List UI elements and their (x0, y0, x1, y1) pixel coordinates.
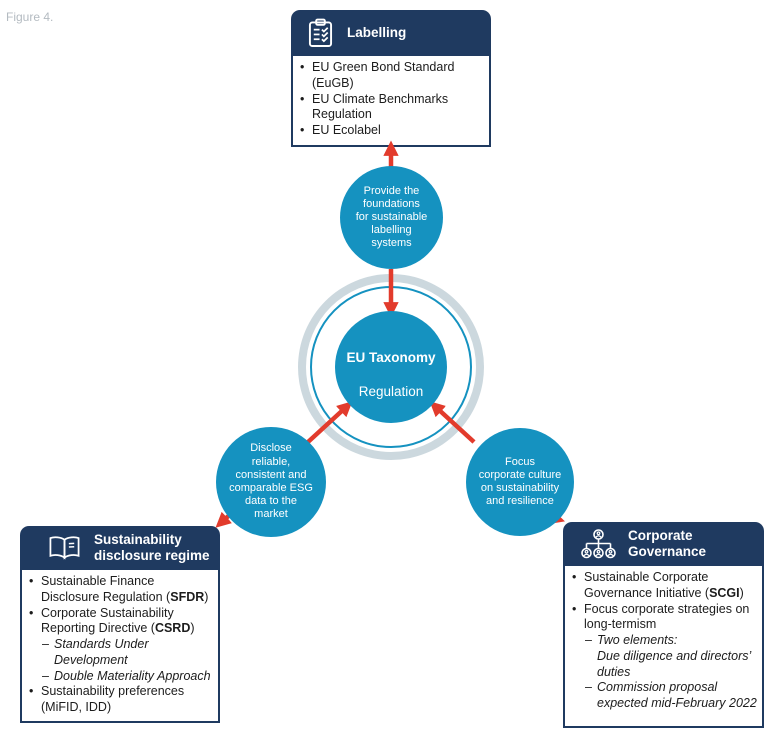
top-circle-text: Provide the foundations for sustainable … (355, 184, 428, 250)
governance-box: Corporate Governance •Sustainable Corpor… (563, 522, 764, 728)
org-chart-icon (580, 529, 617, 559)
left-circle-text: Disclose reliable, consistent and compar… (229, 442, 313, 521)
list-item: •Sustainability preferences (MiFID, IDD) (29, 684, 185, 714)
top-annotation-circle: Provide the foundations for sustainable … (340, 166, 443, 269)
list-item: –Two elements: Due diligence and directo… (585, 633, 752, 679)
list-item: –Standards Under Development (42, 637, 149, 667)
center-line1: EU Taxonomy (346, 350, 436, 366)
list-item: •Sustainable Finance Disclosure Regulati… (29, 574, 209, 604)
governance-box-header: Corporate Governance (563, 522, 764, 566)
right-annotation-circle: Focus corporate culture on sustainabilit… (466, 428, 574, 536)
list-item: •Corporate Sustainability Reporting Dire… (29, 605, 195, 636)
list-item: –Commission proposal expected mid-Februa… (585, 680, 757, 710)
center-circle-text: EU Taxonomy Regulation (346, 333, 435, 401)
disclosure-box-body: •Sustainable Finance Disclosure Regulati… (20, 570, 220, 723)
list-item: •Sustainable Corporate Governance Initia… (572, 570, 744, 600)
center-circle: EU Taxonomy Regulation (335, 311, 447, 423)
right-circle-text: Focus corporate culture on sustainabilit… (478, 455, 562, 508)
labelling-box-body: •EU Green Bond Standard (EuGB)•EU Climat… (291, 56, 491, 147)
list-item: •EU Climate Benchmarks Regulation (300, 91, 449, 122)
figure-label: Figure 4. (6, 10, 54, 24)
labelling-box: Labelling •EU Green Bond Standard (EuGB)… (291, 10, 491, 147)
labelling-box-title: Labelling (347, 25, 407, 41)
clipboard-checklist-icon (308, 18, 333, 48)
left-annotation-circle: Disclose reliable, consistent and compar… (216, 427, 326, 537)
governance-box-body: •Sustainable Corporate Governance Initia… (563, 566, 764, 728)
labelling-box-header: Labelling (291, 10, 491, 56)
disclosure-box-title: Sustainability disclosure regime (94, 532, 210, 563)
disclosure-box-header: Sustainability disclosure regime (20, 526, 220, 570)
disclosure-box: Sustainability disclosure regime •Sustai… (20, 526, 220, 723)
center-line2: Regulation (358, 383, 424, 399)
list-item: –Double Materiality Approach (42, 668, 211, 683)
list-item: •EU Ecolabel (300, 123, 381, 137)
list-item: •EU Green Bond Standard (EuGB) (300, 60, 455, 90)
list-item: •Focus corporate strategies on long-term… (572, 601, 750, 632)
governance-box-title: Corporate Governance (628, 528, 707, 559)
open-book-icon (48, 535, 81, 561)
